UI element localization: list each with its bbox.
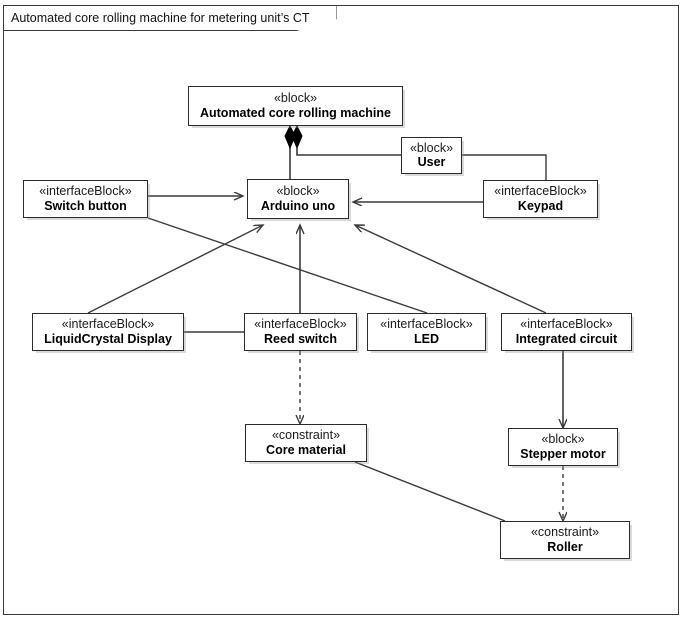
block-arduino-uno[interactable]: «block» Arduino uno bbox=[247, 179, 349, 219]
block-name: Roller bbox=[547, 539, 583, 554]
block-name: Reed switch bbox=[264, 331, 337, 346]
block-name: Automated core rolling machine bbox=[199, 105, 391, 120]
stereotype-label: «interfaceBlock» bbox=[39, 184, 132, 199]
stereotype-label: «block» bbox=[273, 91, 318, 106]
block-name: Switch button bbox=[44, 198, 127, 213]
stereotype-label: «block» bbox=[541, 432, 585, 447]
block-keypad[interactable]: «interfaceBlock» Keypad bbox=[483, 180, 598, 218]
block-automated-core-rolling-machine[interactable]: «block» Automated core rolling machine bbox=[188, 86, 403, 126]
block-name: Keypad bbox=[517, 198, 564, 213]
stereotype-label: «constraint» bbox=[530, 525, 600, 540]
block-user[interactable]: «block» User bbox=[401, 137, 462, 174]
diagram-title-tab: Automated core rolling machine for meter… bbox=[3, 5, 337, 31]
block-integrated-circuit[interactable]: «interfaceBlock» Integrated circuit bbox=[501, 313, 632, 351]
block-name: User bbox=[417, 155, 446, 170]
block-switch-button[interactable]: «interfaceBlock» Switch button bbox=[23, 180, 148, 218]
block-liquidcrystal-display[interactable]: «interfaceBlock» LiquidCrystal Display bbox=[32, 313, 184, 351]
block-name: Arduino uno bbox=[260, 198, 336, 213]
stereotype-label: «constraint» bbox=[271, 428, 341, 443]
stereotype-label: «interfaceBlock» bbox=[520, 317, 613, 332]
block-name: Integrated circuit bbox=[515, 331, 618, 346]
block-name: LED bbox=[414, 331, 439, 346]
stereotype-label: «block» bbox=[276, 184, 320, 199]
block-name: Stepper motor bbox=[520, 446, 606, 461]
block-led[interactable]: «interfaceBlock» LED bbox=[367, 313, 486, 351]
stereotype-label: «interfaceBlock» bbox=[61, 317, 155, 332]
diagram-title: Automated core rolling machine for meter… bbox=[11, 11, 310, 25]
stereotype-label: «interfaceBlock» bbox=[494, 184, 587, 199]
block-core-material[interactable]: «constraint» Core material bbox=[245, 424, 367, 462]
stereotype-label: «block» bbox=[409, 140, 454, 155]
stereotype-label: «interfaceBlock» bbox=[254, 317, 347, 332]
block-roller[interactable]: «constraint» Roller bbox=[500, 521, 630, 559]
block-reed-switch[interactable]: «interfaceBlock» Reed switch bbox=[244, 313, 357, 351]
block-name: Core material bbox=[266, 442, 346, 457]
block-name: LiquidCrystal Display bbox=[44, 331, 172, 346]
stereotype-label: «interfaceBlock» bbox=[380, 317, 473, 332]
block-stepper-motor[interactable]: «block» Stepper motor bbox=[508, 428, 618, 466]
